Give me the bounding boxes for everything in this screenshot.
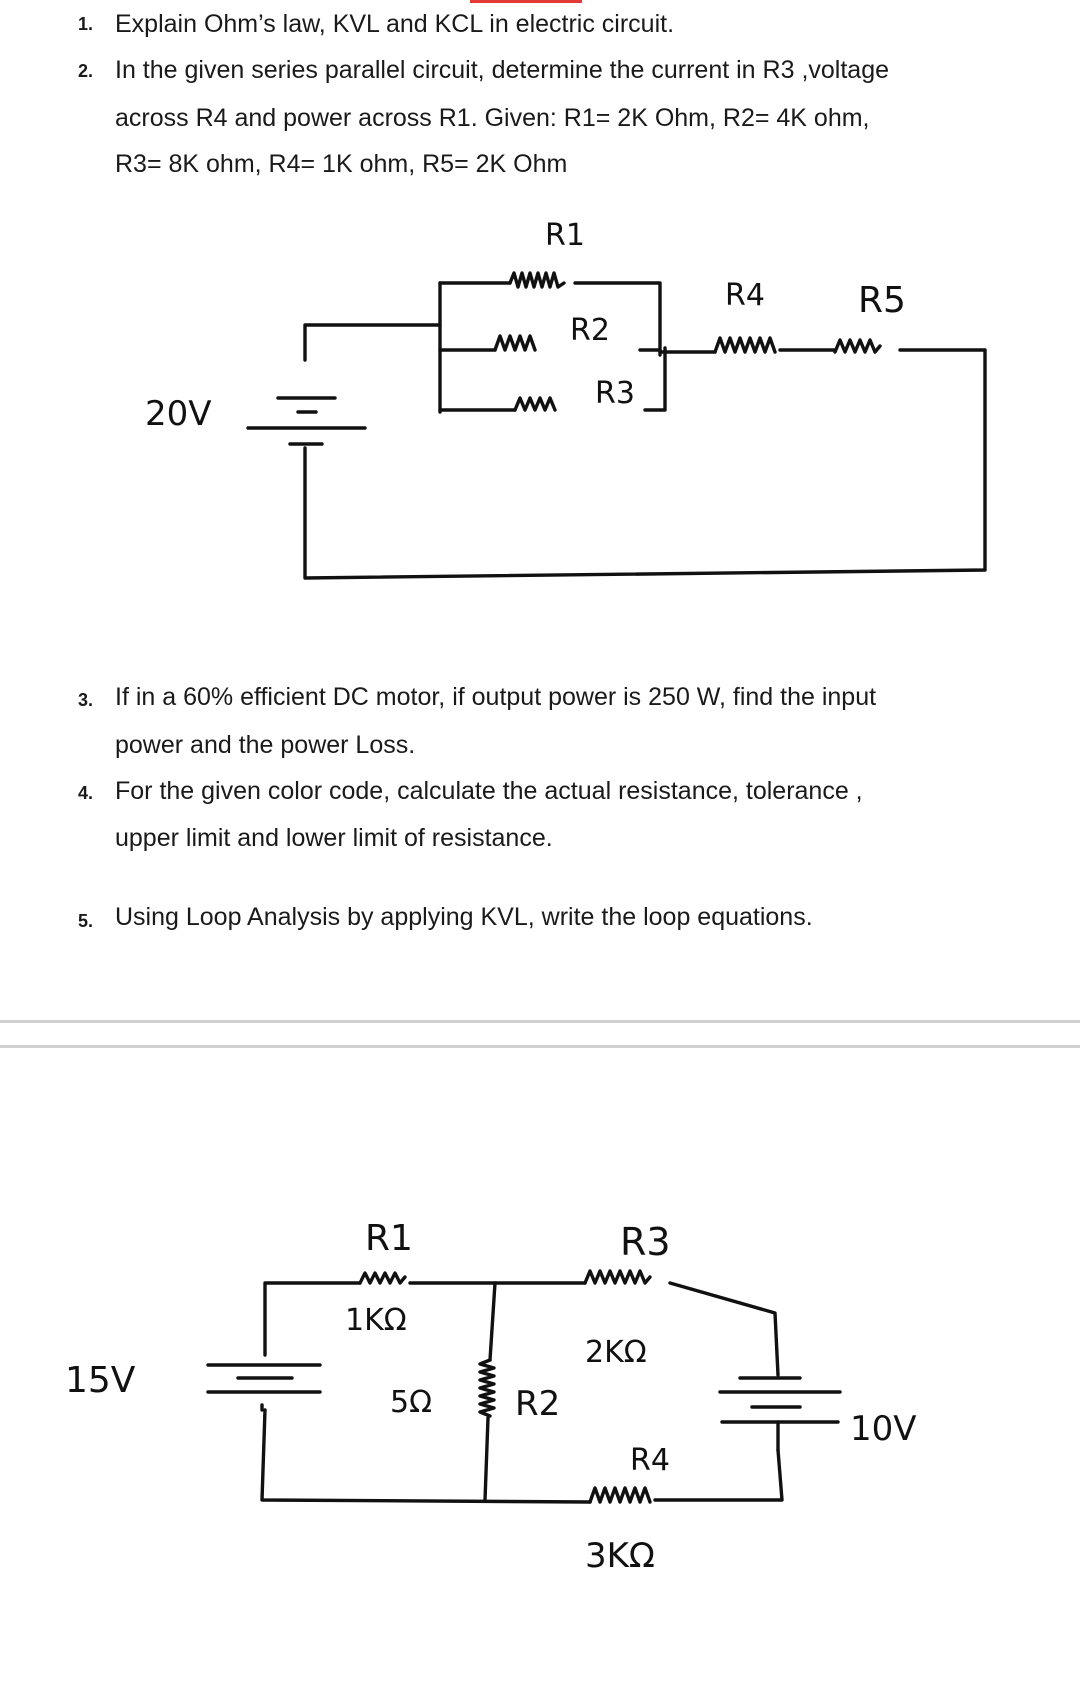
- resistor-r5-symbol: [833, 338, 882, 354]
- label-r4-value: 3KΩ: [585, 1536, 655, 1576]
- circuit-1-resistors: [493, 271, 882, 412]
- circuit-diagram-2: R1 1KΩ R2 5Ω R3 2KΩ R4 3KΩ 15V 10V: [65, 1218, 917, 1576]
- question-text: power and the power Loss.: [115, 731, 416, 759]
- top-red-mark: [470, 0, 582, 3]
- separator-line: [0, 1020, 1080, 1023]
- question-text: R3= 8K ohm, R4= 1K ohm, R5= 2K Ohm: [115, 150, 568, 178]
- resistor-r2-symbol: [493, 334, 537, 352]
- resistor-r1-symbol: [358, 1271, 407, 1285]
- circuit-2-wires: [206, 1281, 842, 1504]
- question-text: In the given series parallel circuit, de…: [115, 56, 889, 84]
- circuit-1-wires: [246, 281, 987, 580]
- label-source-left: 15V: [65, 1360, 136, 1401]
- label-r5: R5: [858, 280, 906, 321]
- resistor-r1-symbol: [508, 271, 566, 289]
- label-r4: R4: [725, 278, 765, 313]
- question-text: If in a 60% efficient DC motor, if outpu…: [115, 683, 877, 711]
- label-r1: R1: [545, 218, 585, 253]
- label-source-voltage: 20V: [145, 394, 212, 434]
- label-source-right: 10V: [850, 1409, 917, 1449]
- question-number: 5.: [78, 911, 94, 931]
- question-text: upper limit and lower limit of resistanc…: [115, 824, 553, 852]
- label-r2: R2: [515, 1384, 560, 1424]
- question-number: 4.: [78, 783, 94, 803]
- label-r1-value: 1KΩ: [345, 1303, 407, 1338]
- resistor-r3-symbol: [513, 396, 557, 412]
- label-r4: R4: [630, 1443, 670, 1478]
- question-text: across R4 and power across R1. Given: R1…: [115, 104, 870, 132]
- question-number: 1.: [78, 14, 94, 34]
- circuit-diagram-1: R1 R2 R3 R4 R5 20V: [145, 218, 987, 580]
- question-text: Explain Ohm’s law, KVL and KCL in electr…: [115, 10, 675, 38]
- label-r2: R2: [570, 313, 610, 348]
- circuit-2-resistors: [358, 1269, 652, 1504]
- resistor-r4-symbol: [713, 336, 777, 354]
- label-r3-value: 2KΩ: [585, 1335, 647, 1370]
- separator-line: [0, 1045, 1080, 1048]
- question-text: For the given color code, calculate the …: [115, 777, 863, 805]
- question-number: 3.: [78, 690, 94, 710]
- label-r2-value: 5Ω: [390, 1385, 432, 1420]
- resistor-r3-symbol: [583, 1269, 652, 1285]
- resistor-r2-symbol: [478, 1358, 496, 1418]
- question-text: Using Loop Analysis by applying KVL, wri…: [115, 903, 813, 931]
- question-number: 2.: [78, 61, 94, 81]
- label-r1: R1: [365, 1218, 413, 1259]
- resistor-r4-symbol: [588, 1486, 652, 1504]
- label-r3: R3: [595, 376, 635, 411]
- label-r3: R3: [620, 1220, 671, 1264]
